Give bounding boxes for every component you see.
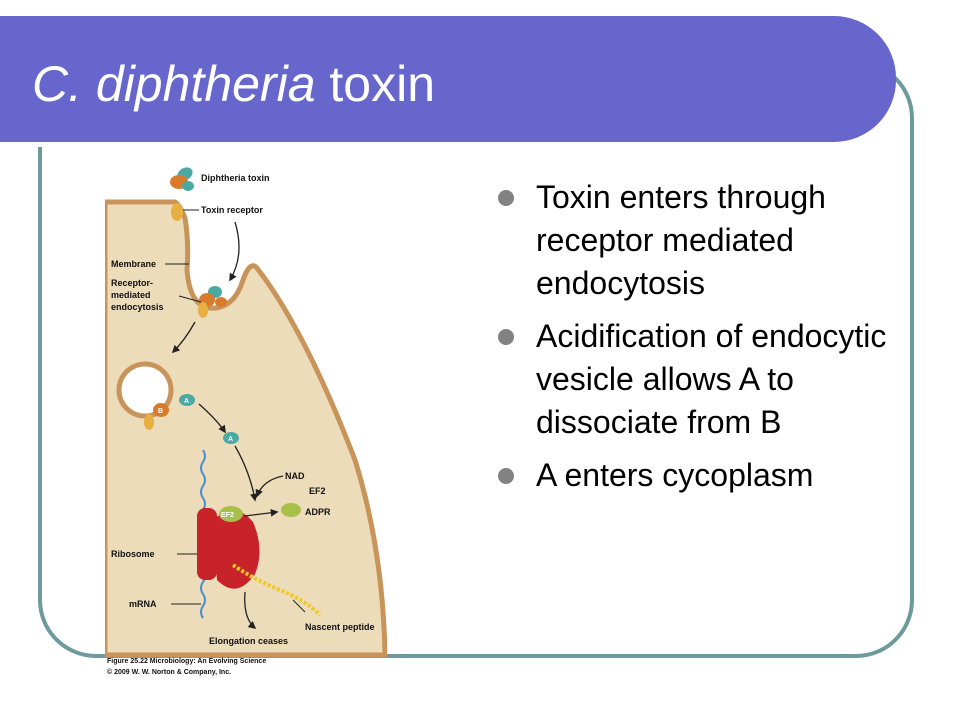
arrow-to-adpr — [244, 508, 279, 517]
bullet-dot — [498, 468, 514, 484]
label-ribosome: Ribosome — [111, 549, 155, 559]
label-vesicle-a: A — [184, 398, 189, 405]
arrow-receptor-to-pit — [229, 221, 240, 282]
caption-line-2: © 2009 W. W. Norton & Company, Inc. — [107, 668, 231, 676]
endocytic-vesicle — [116, 361, 174, 419]
label-toxin-receptor: Toxin receptor — [201, 205, 263, 215]
leader-receptor-mediated — [178, 295, 202, 303]
bullet-list: Toxin enters through receptor mediated e… — [498, 176, 898, 507]
label-mrna: mRNA — [129, 599, 157, 609]
bullet-dot — [498, 190, 514, 206]
label-nascent-peptide: Nascent peptide — [305, 622, 375, 632]
diphtheria-toxin-molecule — [170, 167, 194, 191]
arrow-vesicle-to-cytoplasm — [198, 403, 226, 434]
toxin-receptor-molecule — [171, 203, 183, 221]
title-bar: C. diphtheria toxin — [0, 16, 896, 147]
ribosome-shape — [197, 506, 260, 589]
label-receptor-mediated-2: mediated — [111, 290, 151, 300]
arrow-nad — [255, 475, 284, 498]
label-free-a: A — [228, 436, 233, 443]
bullet-dot — [498, 329, 514, 345]
label-elongation-ceases: Elongation ceases — [209, 636, 288, 646]
bullet-item: A enters cycoplasm — [498, 454, 898, 497]
bound-toxin — [198, 286, 227, 318]
label-membrane: Membrane — [111, 259, 156, 269]
label-vesicle-b: B — [158, 408, 163, 415]
bullet-text: Acidification of endocytic vesicle allow… — [536, 318, 887, 440]
ef2-adpr-molecule — [281, 503, 301, 517]
label-receptor-mediated-3: endocytosis — [111, 302, 164, 312]
leader-nascent-peptide — [292, 599, 306, 613]
arrow-elongation-ceases — [244, 591, 257, 629]
free-subunit-a — [223, 432, 239, 444]
bullet-item: Toxin enters through receptor mediated e… — [498, 176, 898, 305]
bullet-text: Toxin enters through receptor mediated e… — [536, 179, 826, 301]
label-nad: NAD — [285, 471, 305, 481]
bullet-item: Acidification of endocytic vesicle allow… — [498, 315, 898, 444]
arrow-pit-to-vesicle — [171, 321, 196, 354]
label-ef2: EF2 — [309, 486, 326, 496]
label-adpr: ADPR — [305, 507, 331, 517]
arrow-a-to-ef2 — [234, 445, 258, 502]
label-diphtheria-toxin: Diphtheria toxin — [201, 173, 270, 183]
nascent-peptide-chain — [231, 563, 322, 617]
bullet-text: A enters cycoplasm — [536, 457, 814, 493]
label-ribosome-ef2: EF2 — [221, 512, 234, 519]
slide-title: C. diphtheria toxin — [32, 56, 436, 112]
caption-line-1: Figure 25.22 Microbiology: An Evolving S… — [107, 658, 266, 665]
diphtheria-toxin-figure: Diphtheria toxin Toxin receptor Membrane… — [105, 167, 387, 676]
title-underline — [0, 142, 848, 147]
cell-body — [105, 199, 387, 658]
vesicle-toxin — [144, 394, 195, 430]
label-receptor-mediated-1: Receptor- — [111, 278, 153, 288]
